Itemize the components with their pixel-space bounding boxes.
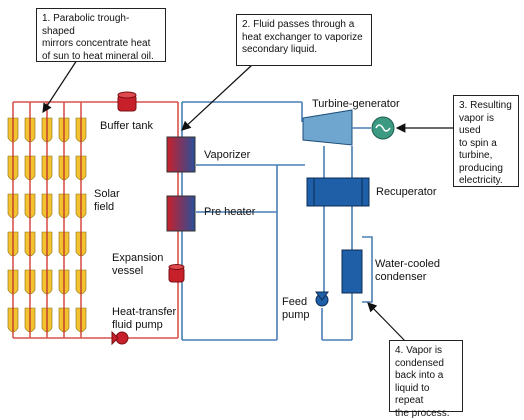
label-solar-field: Solar field bbox=[94, 188, 120, 213]
callout-3: 3. Resulting vapor is used to spin a tur… bbox=[453, 95, 519, 187]
label-feed-pump: Feed pump bbox=[282, 296, 310, 321]
generator-icon bbox=[371, 116, 395, 140]
recuperator bbox=[306, 177, 370, 207]
secondary-fluid-loop bbox=[181, 101, 373, 341]
label-htf-pump: Heat-transfer fluid pump bbox=[112, 306, 177, 331]
label-expansion-vessel: Expansion vessel bbox=[112, 252, 164, 277]
feed-pump bbox=[315, 291, 329, 307]
heat-transfer-fluid-pump bbox=[111, 330, 129, 346]
label-buffer-tank: Buffer tank bbox=[100, 120, 153, 132]
label-pre-heater: Pre heater bbox=[204, 206, 256, 218]
callout-arrows bbox=[42, 59, 454, 345]
callout-4: 4. Vapor is condensed back into a liquid… bbox=[389, 340, 463, 419]
vaporizer-exchanger bbox=[166, 136, 196, 173]
solar-field-mirrors bbox=[7, 117, 87, 333]
hot-fluid-loop bbox=[12, 101, 179, 339]
expansion-vessel bbox=[168, 264, 185, 283]
label-recuperator: Recuperator bbox=[376, 186, 437, 198]
water-cooled-condenser bbox=[341, 249, 363, 294]
turbine bbox=[302, 109, 353, 146]
label-vaporizer: Vaporizer bbox=[204, 149, 251, 161]
buffer-tank bbox=[117, 91, 137, 112]
label-turbine-generator: Turbine-generator bbox=[312, 98, 400, 110]
callout-2: 2. Fluid passes through a heat exchanger… bbox=[236, 14, 372, 66]
pre-heater-exchanger bbox=[166, 195, 196, 232]
label-condenser: Water-cooled condenser bbox=[375, 258, 441, 283]
callout-1: 1. Parabolic trough-shaped mirrors conce… bbox=[36, 8, 166, 62]
